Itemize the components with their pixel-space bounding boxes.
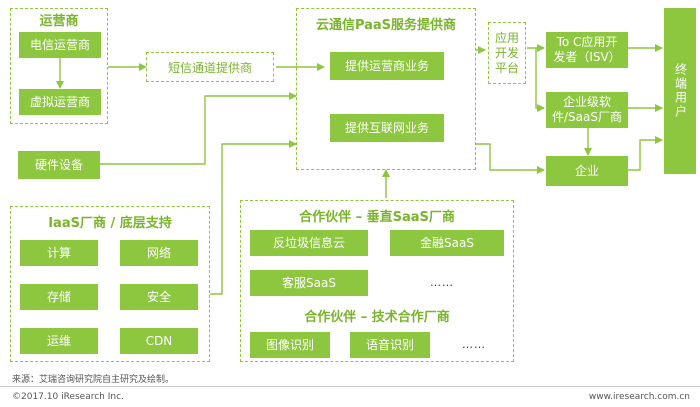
sms-provider-group: [146, 52, 274, 82]
operators-title: 运营商: [39, 14, 79, 29]
end-user-box: 终端用户: [664, 8, 696, 174]
source-note: 来源：艾瑞咨询研究院自主研究及绘制。: [12, 375, 175, 385]
operator-business-box: 提供运营商业务: [330, 52, 444, 80]
iaas-item-ops: 运维: [20, 328, 98, 354]
iaas-item-storage: 存储: [20, 284, 98, 310]
arrow-enterprise-to-enduser: [628, 136, 663, 171]
vertical-more-dots: ……: [430, 276, 454, 289]
iaas-title: IaaS厂商 / 底层支持: [48, 216, 172, 231]
arrow-iaas-to-paas: [210, 140, 297, 295]
paas-title: 云通信PaaS服务提供商: [315, 18, 457, 33]
vertical-saas-title: 合作伙伴 – 垂直SaaS厂商: [299, 210, 455, 225]
vertical-item-antispam: 反垃圾信息云: [250, 230, 368, 256]
sms-provider-label: 短信通道提供商: [167, 60, 252, 75]
app-platform-line2: 开发: [494, 45, 519, 60]
end-user-label: 终端用户: [673, 63, 688, 119]
website: www.iresearch.com.cn: [588, 392, 690, 402]
arrow-hardware-to-paas: [100, 92, 297, 165]
vertical-item-customer-service: 客服SaaS: [250, 270, 368, 296]
partners-group: [240, 200, 514, 362]
hardware-box: 硬件设备: [18, 151, 100, 179]
copyright: ©2017.10 iResearch Inc.: [12, 392, 124, 402]
paas-group: [296, 8, 476, 170]
footer-divider: [0, 386, 700, 387]
iaas-item-compute: 计算: [20, 240, 98, 266]
app-platform-group: [488, 22, 526, 84]
iaas-item-network: 网络: [120, 240, 198, 266]
tech-more-dots: ……: [462, 338, 486, 351]
iaas-item-cdn: CDN: [120, 328, 198, 354]
toc-developer-box: To C应用开发者（ISV）: [546, 32, 628, 68]
arrow-paas-to-enterprise: [476, 143, 545, 174]
telecom-operator-box: 电信运营商: [19, 32, 101, 58]
virtual-operator-box: 虚拟运营商: [19, 89, 101, 115]
saas-vendor-box: 企业级软件/SaaS厂商: [546, 92, 628, 128]
enterprise-box: 企业: [546, 156, 628, 186]
tech-partner-title: 合作伙伴 – 技术合作厂商: [304, 310, 450, 325]
tech-item-image-recognition: 图像识别: [250, 332, 330, 358]
iaas-item-security: 安全: [120, 284, 198, 310]
internet-business-box: 提供互联网业务: [330, 114, 444, 142]
vertical-item-finance: 金融SaaS: [390, 230, 504, 256]
app-platform-label: 应用 开发 平台: [488, 22, 526, 84]
iaas-group: [10, 206, 210, 362]
operators-group: [10, 8, 108, 124]
app-platform-line3: 平台: [494, 60, 519, 75]
arrow-platform-to-saas: [535, 48, 545, 112]
tech-item-voice-recognition: 语音识别: [350, 332, 430, 358]
app-platform-line1: 应用: [494, 30, 519, 45]
